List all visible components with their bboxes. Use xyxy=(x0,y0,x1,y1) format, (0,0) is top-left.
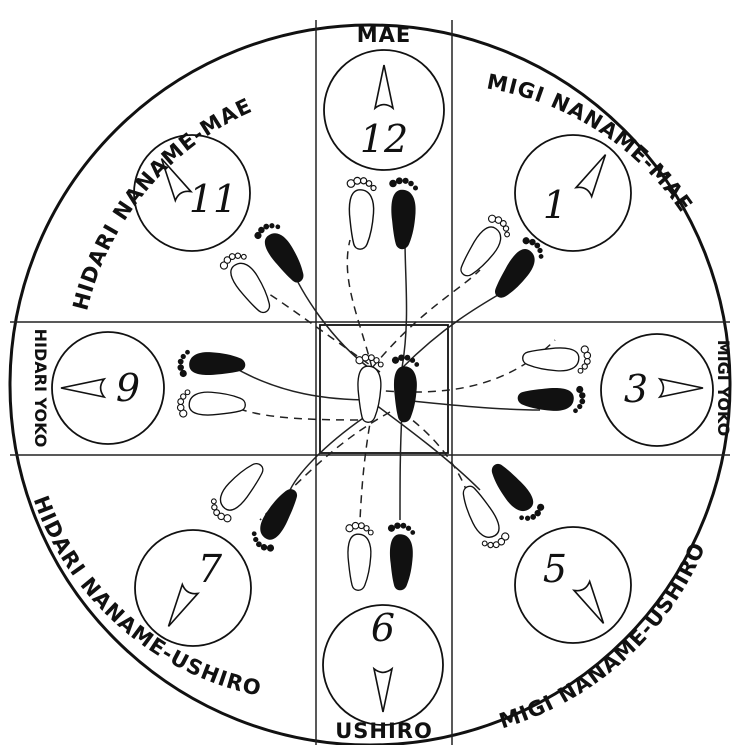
label-mae: MAE xyxy=(357,23,412,47)
clock-number-6: 6 xyxy=(371,606,395,650)
clock-5: 5 xyxy=(515,527,631,643)
clock-number-9: 9 xyxy=(116,366,140,410)
clock-number-3: 3 xyxy=(624,367,648,411)
clock-3: 3 xyxy=(601,334,713,446)
clock-9: 9 xyxy=(52,332,164,444)
label-ushiro: USHIRO xyxy=(335,719,433,743)
clock-number-12: 12 xyxy=(360,117,408,161)
label-hidari-yoko: HIDARI YOKO xyxy=(31,329,50,448)
clock-number-11: 11 xyxy=(189,177,237,221)
clock-1: 1 xyxy=(515,135,631,251)
clock-number-7: 7 xyxy=(198,547,223,591)
clock-7: 7 xyxy=(135,530,251,646)
clock-6: 6 xyxy=(323,605,443,725)
clock-number-5: 5 xyxy=(543,547,567,591)
label-migi-yoko: MIGI YOKO xyxy=(714,340,733,436)
clock-12: 12 xyxy=(324,50,444,170)
clock-number-1: 1 xyxy=(543,183,567,227)
